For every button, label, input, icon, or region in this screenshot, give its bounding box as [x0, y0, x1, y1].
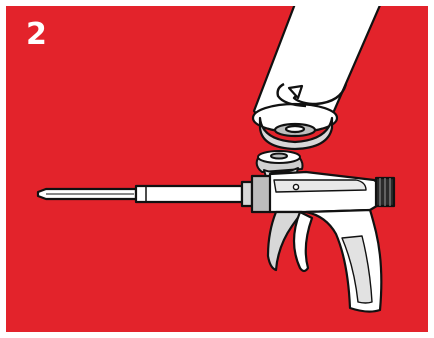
foam-gun-illustration — [6, 6, 428, 332]
gun-collar — [242, 182, 252, 206]
gun-barrel — [136, 186, 242, 202]
gun-rear-brush — [376, 178, 394, 206]
gun-screw — [293, 184, 298, 189]
step-number: 2 — [26, 20, 47, 50]
red-panel: 2 — [6, 6, 428, 332]
can-valve-stem — [286, 126, 304, 132]
